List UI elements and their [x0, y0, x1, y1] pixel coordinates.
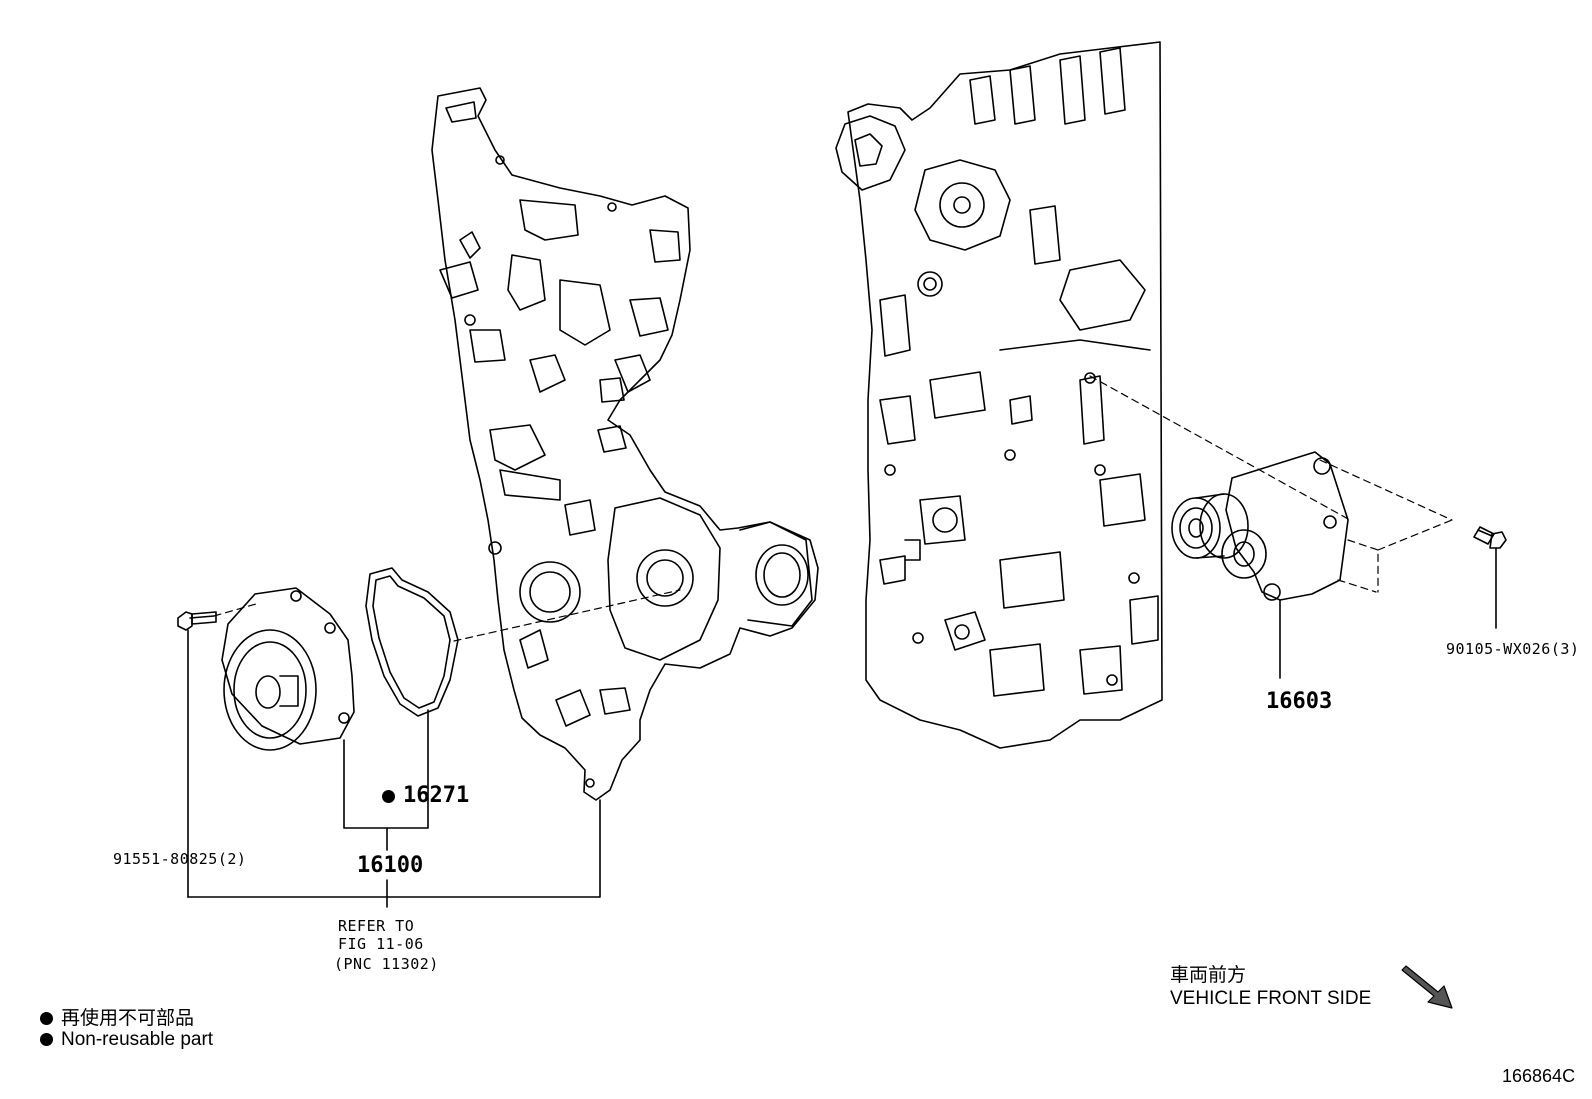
vehicle-front-arrow-icon: [1401, 965, 1453, 1009]
refer-line-1: REFER TO: [338, 917, 415, 935]
leader-lines: [187, 547, 1497, 908]
bolt-left-illustration: [177, 611, 217, 631]
front-side-en: VEHICLE FRONT SIDE: [1170, 988, 1372, 1009]
legend-dot-icon: [40, 1012, 53, 1026]
figure-id: 166864C: [1502, 1066, 1576, 1086]
legend-dot-icon: [40, 1033, 53, 1047]
non-reusable-dot-icon: [382, 789, 395, 803]
water-pump-illustration: [221, 587, 355, 751]
timing-cover-illustration: [431, 87, 819, 801]
legend-jp-text: 再使用不可部品: [61, 1008, 195, 1029]
refer-line-3: (PNC 11302): [334, 955, 439, 973]
front-side-jp: 車両前方: [1170, 965, 1247, 986]
refer-line-2: FIG 11-06: [338, 935, 424, 953]
label-gasket: 16271: [382, 783, 469, 808]
tensioner-illustration: [1171, 451, 1349, 601]
label-tensioner: 16603: [1266, 689, 1333, 714]
bolt-right-illustration: [1473, 526, 1507, 549]
label-water-pump: 16100: [357, 853, 424, 878]
dashed-alignment-lines: [213, 375, 1453, 642]
legend-non-reusable-jp: 再使用不可部品: [40, 1003, 194, 1030]
label-gasket-number: 16271: [403, 783, 470, 808]
label-bolt-right: 90105-WX026(3): [1446, 640, 1580, 658]
gasket-illustration: [365, 567, 459, 717]
legend-en-text: Non-reusable part: [61, 1029, 214, 1050]
engine-block-illustration: [835, 41, 1163, 749]
label-bolt-left: 91551-80825(2): [113, 850, 247, 868]
legend-non-reusable-en: Non-reusable part: [40, 1029, 213, 1051]
